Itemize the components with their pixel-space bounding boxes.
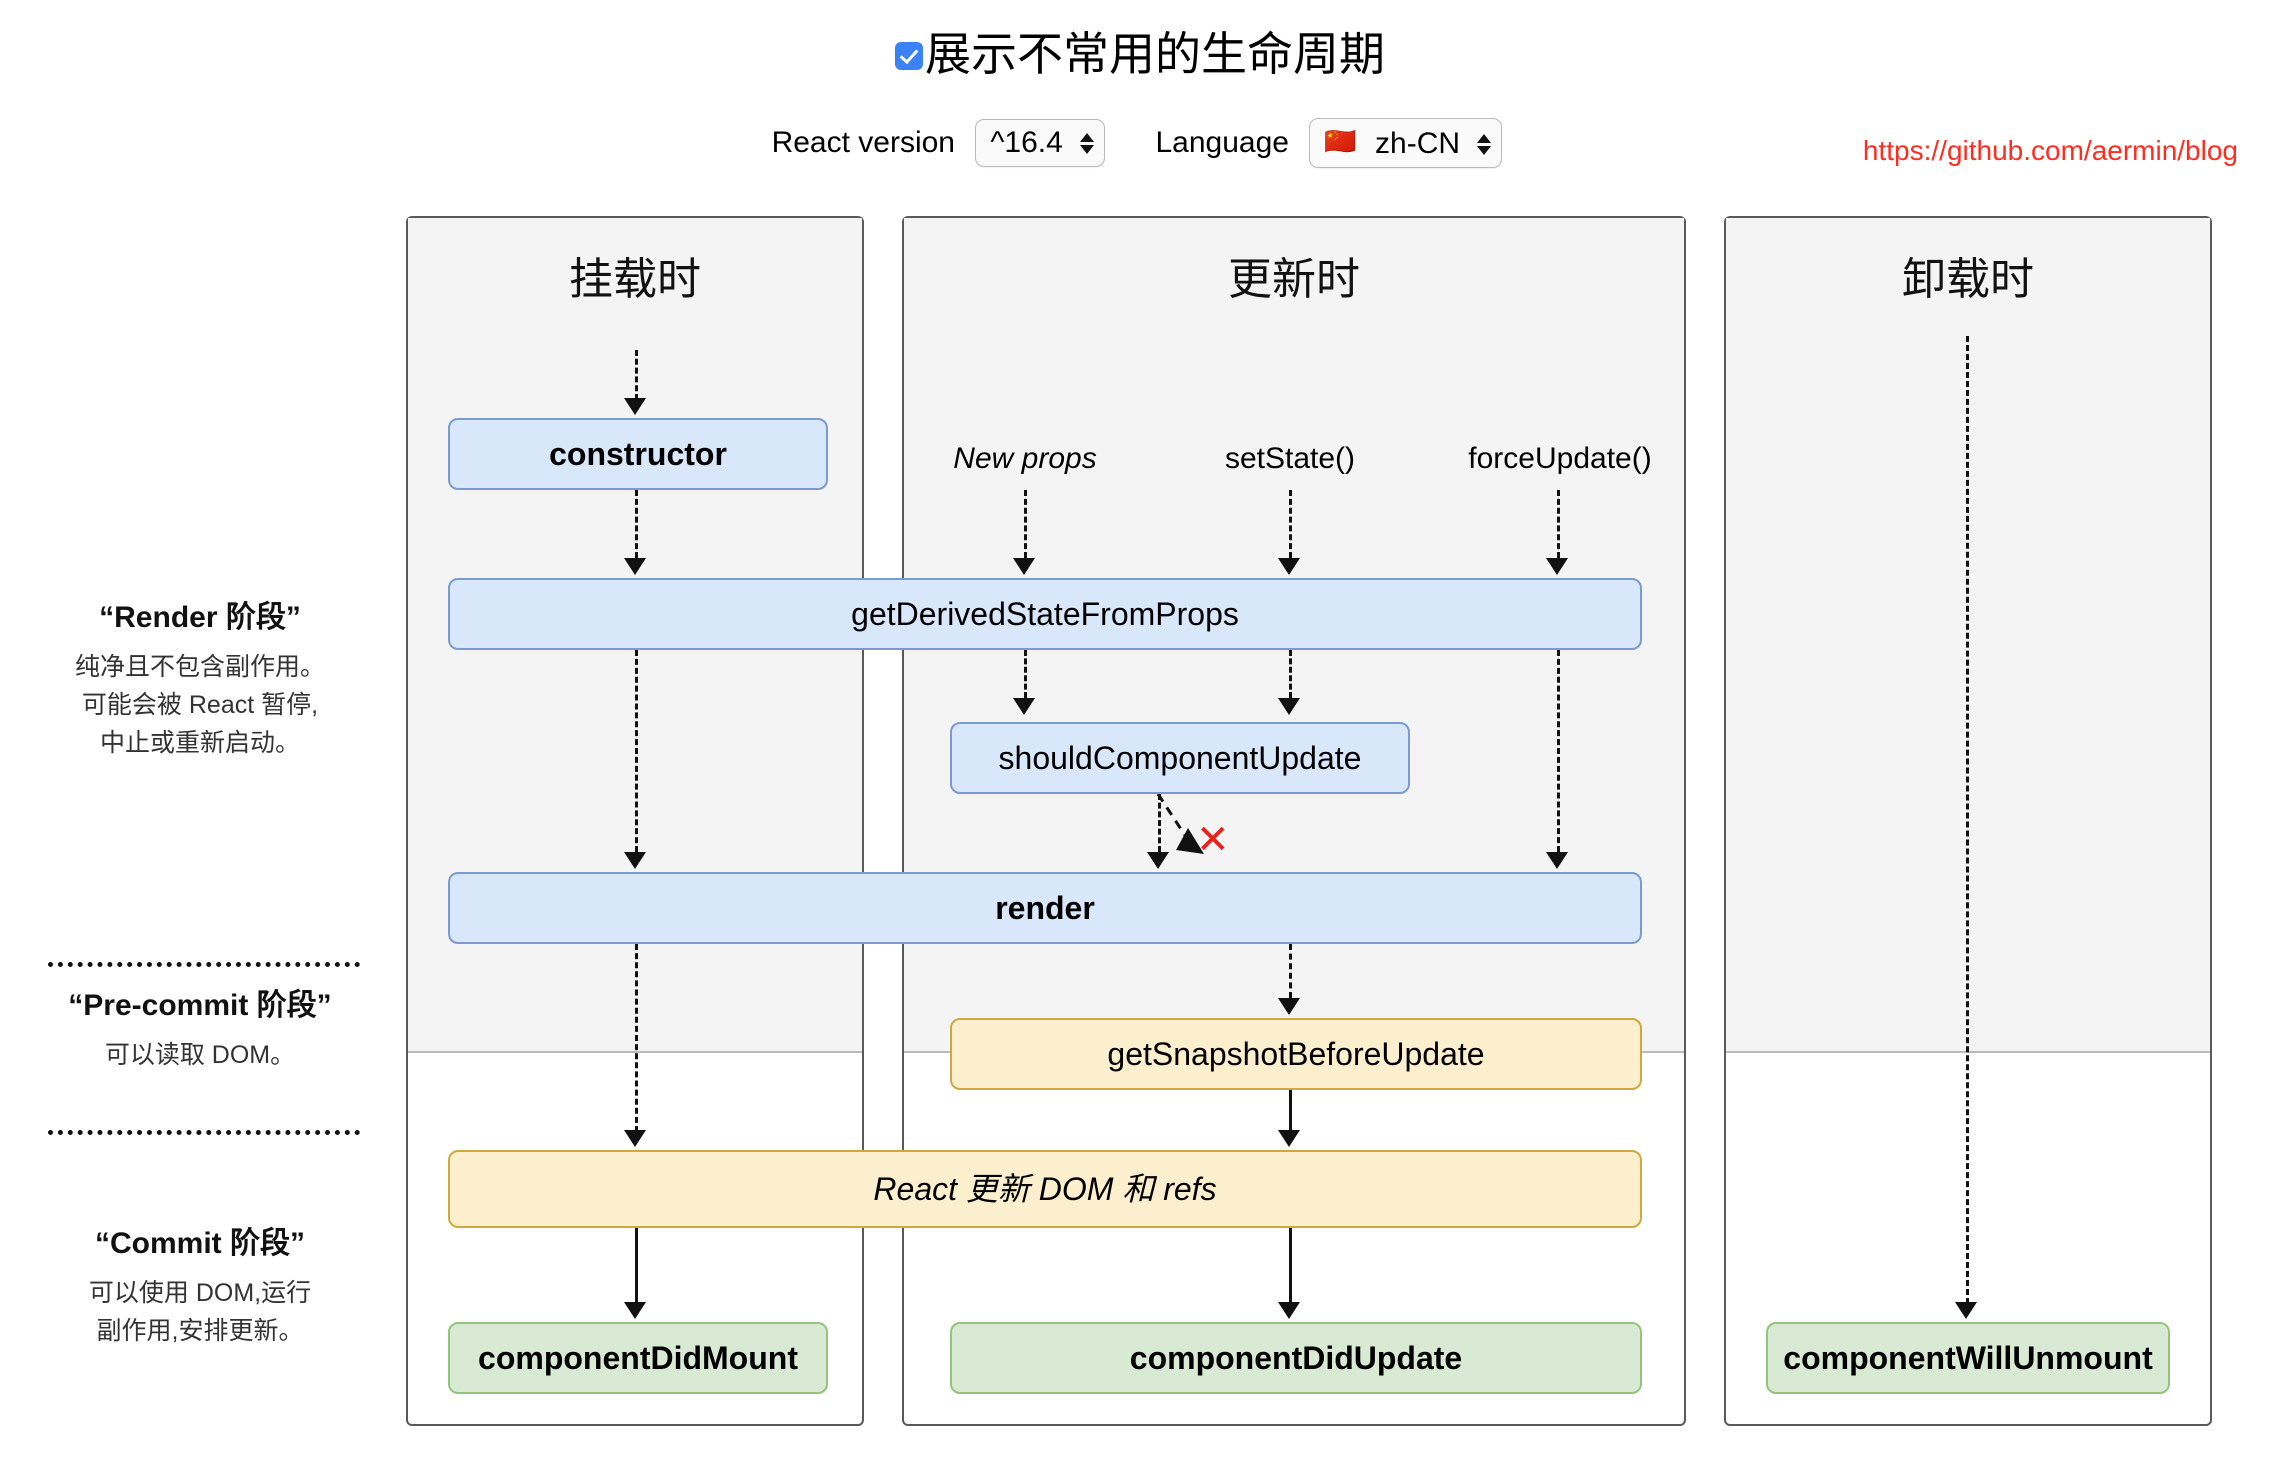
language-label: Language xyxy=(1155,126,1289,160)
trigger-new-props: New props xyxy=(953,442,1097,475)
connector-constructor-to-gdsfp xyxy=(635,490,638,558)
connector-gdsfp-to-render-forceupdate xyxy=(1557,650,1560,852)
connector-gdsfp-to-render xyxy=(635,650,638,852)
arrowhead xyxy=(1278,1302,1300,1319)
node-get-derived-state-from-props[interactable]: getDerivedStateFromProps xyxy=(448,578,1642,650)
react-version-select[interactable]: ^16.4 xyxy=(975,119,1106,168)
connector-render-to-reactdom xyxy=(635,944,638,1132)
column-title-update: 更新时 xyxy=(1228,255,1360,304)
page-title: 展示不常用的生命周期 xyxy=(0,22,2280,82)
arrowhead xyxy=(1546,852,1568,869)
node-component-will-unmount[interactable]: componentWillUnmount xyxy=(1766,1322,2170,1394)
node-should-component-update[interactable]: shouldComponentUpdate xyxy=(950,722,1410,794)
arrowhead xyxy=(624,852,646,869)
phase-render-desc-line: 可能会被 React 暂停, xyxy=(81,691,319,719)
page-title-text: 展示不常用的生命周期 xyxy=(925,27,1385,80)
flag-icon: 🇨🇳 xyxy=(1324,126,1357,156)
node-component-did-mount[interactable]: componentDidMount xyxy=(448,1322,828,1394)
connector-reactdom-to-cdm xyxy=(635,1228,638,1304)
column-title-unmount: 卸载时 xyxy=(1902,255,2034,304)
phase-precommit: “Pre-commit 阶段” 可以读取 DOM。 xyxy=(20,980,380,1074)
phase-precommit-desc-line: 可以读取 DOM。 xyxy=(104,1041,296,1069)
connector-gsbu-to-reactdom xyxy=(1289,1090,1292,1132)
connector-newprops-to-gdsfp xyxy=(1024,490,1027,558)
connector-scu-skip-branch xyxy=(1156,793,1204,854)
connector-setstate-to-gdsfp xyxy=(1289,490,1292,558)
connector-unmount-spine xyxy=(1966,336,1969,1304)
trigger-set-state: setState() xyxy=(1224,442,1356,475)
phase-commit: “Commit 阶段” 可以使用 DOM,运行 副作用,安排更新。 xyxy=(20,1218,380,1350)
node-constructor[interactable]: constructor xyxy=(448,418,828,490)
trigger-force-update: forceUpdate() xyxy=(1468,442,1652,475)
arrowhead xyxy=(624,398,646,415)
phase-render-title: “Render 阶段” xyxy=(99,601,301,634)
skip-render-x-icon: ✕ xyxy=(1196,818,1230,862)
arrowhead xyxy=(1278,998,1300,1015)
arrowhead xyxy=(1955,1302,1977,1319)
react-version-value: ^16.4 xyxy=(990,126,1063,160)
arrowhead xyxy=(1147,852,1169,869)
phase-divider-top xyxy=(48,962,360,967)
language-select[interactable]: 🇨🇳 zh-CN xyxy=(1309,118,1503,169)
controls-row: React version ^16.4 Language 🇨🇳 zh-CN xyxy=(0,118,2280,169)
repo-link[interactable]: https://github.com/aermin/blog xyxy=(1862,135,2238,166)
phase-render-desc: 纯净且不包含副作用。 可能会被 React 暂停, 中止或重新启动。 xyxy=(20,648,380,762)
arrowhead xyxy=(624,558,646,575)
phase-render-desc-line: 纯净且不包含副作用。 xyxy=(74,653,325,681)
phase-precommit-title: “Pre-commit 阶段” xyxy=(68,989,332,1022)
connector-gdsfp-to-scu-right xyxy=(1289,650,1292,698)
node-react-updates-dom[interactable]: React 更新 DOM 和 refs xyxy=(448,1150,1642,1228)
phase-precommit-desc: 可以读取 DOM。 xyxy=(20,1036,380,1074)
node-component-did-update[interactable]: componentDidUpdate xyxy=(950,1322,1642,1394)
column-title-mount: 挂载时 xyxy=(569,255,701,304)
phase-commit-desc-line: 副作用,安排更新。 xyxy=(96,1317,304,1345)
arrowhead xyxy=(1278,558,1300,575)
arrowhead xyxy=(1278,1130,1300,1147)
phase-commit-desc: 可以使用 DOM,运行 副作用,安排更新。 xyxy=(20,1274,380,1350)
arrowhead xyxy=(1013,558,1035,575)
connector-gdsfp-to-scu-left xyxy=(1024,650,1027,698)
connector-reactdom-to-cdu xyxy=(1289,1228,1292,1304)
arrowhead xyxy=(1013,698,1035,715)
phase-render: “Render 阶段” 纯净且不包含副作用。 可能会被 React 暂停, 中止… xyxy=(20,592,380,762)
arrowhead xyxy=(1278,698,1300,715)
react-version-label: React version xyxy=(771,126,955,160)
spinner-icon[interactable] xyxy=(1477,133,1492,155)
arrowhead xyxy=(624,1130,646,1147)
arrowhead xyxy=(1546,558,1568,575)
phase-commit-desc-line: 可以使用 DOM,运行 xyxy=(88,1279,312,1307)
show-uncommon-lifecycle-checkbox[interactable] xyxy=(895,42,923,70)
language-value: zh-CN xyxy=(1375,127,1461,161)
phase-divider-bottom xyxy=(48,1130,360,1135)
node-get-snapshot-before-update[interactable]: getSnapshotBeforeUpdate xyxy=(950,1018,1642,1090)
node-render[interactable]: render xyxy=(448,872,1642,944)
connector-scu-to-render xyxy=(1158,794,1161,852)
arrowhead xyxy=(624,1302,646,1319)
spinner-icon[interactable] xyxy=(1080,132,1095,154)
connector-render-to-gsbu xyxy=(1289,944,1292,998)
connector-forceupdate-to-gdsfp xyxy=(1557,490,1560,558)
phase-render-desc-line: 中止或重新启动。 xyxy=(99,729,300,757)
phase-commit-title: “Commit 阶段” xyxy=(95,1227,305,1260)
connector-mount-to-constructor xyxy=(635,350,638,400)
